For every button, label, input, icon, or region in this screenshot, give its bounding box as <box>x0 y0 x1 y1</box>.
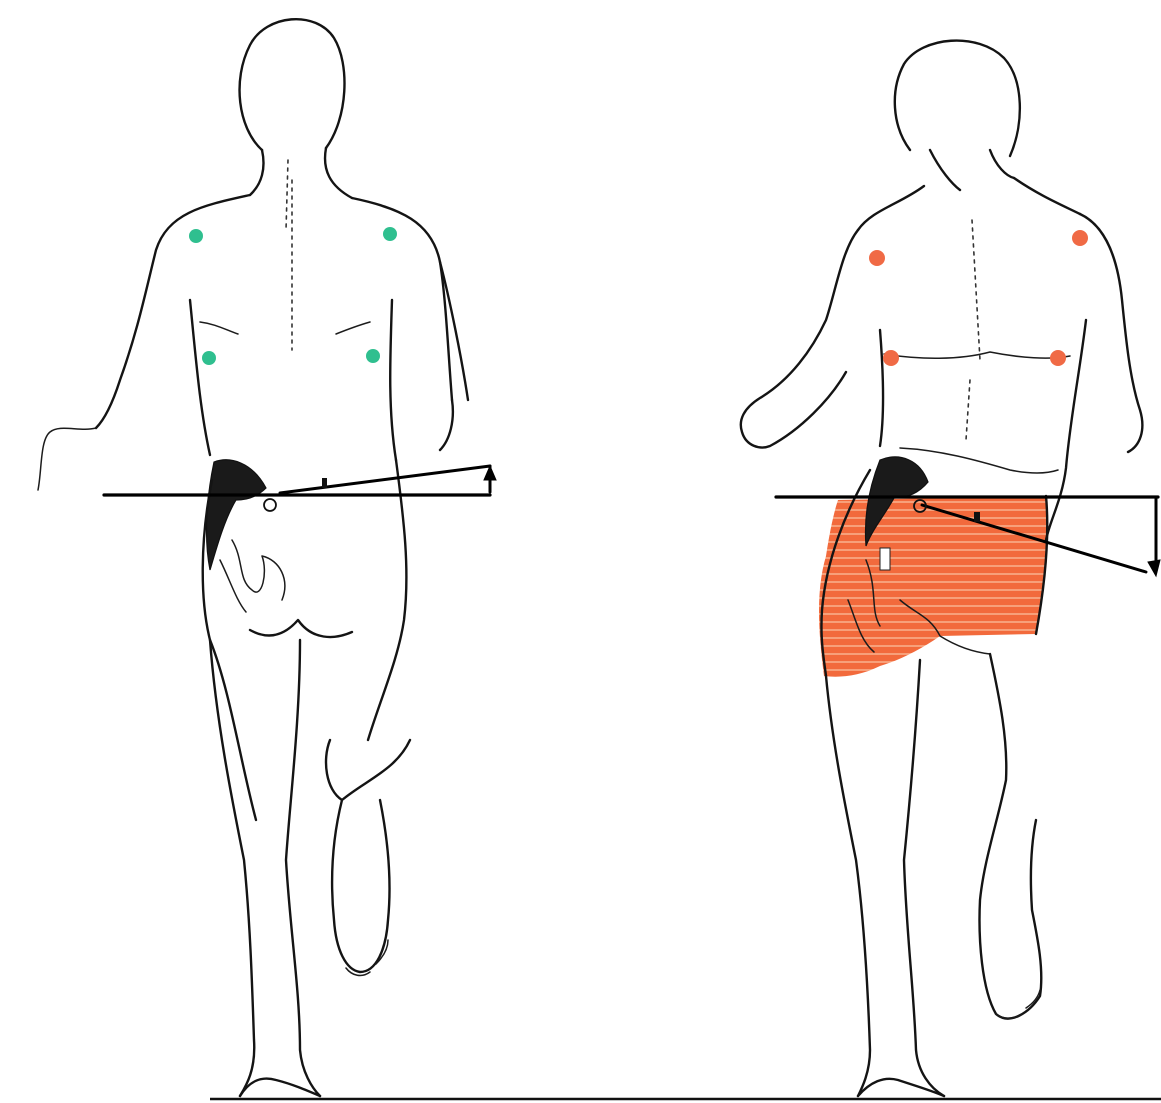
right-markers <box>869 230 1088 366</box>
left-spine <box>286 160 292 350</box>
right-right-arm <box>1080 214 1142 452</box>
left-scapula-lines <box>200 322 370 334</box>
arrow-up-icon <box>484 466 496 480</box>
right-chest-lines <box>884 352 1070 473</box>
left-marker-shoulder-left <box>189 229 203 243</box>
arrow-down-icon <box>1148 560 1160 576</box>
left-gluteus-medius <box>207 460 266 570</box>
right-marker-lower-left <box>883 350 899 366</box>
right-left-arm <box>741 230 858 447</box>
right-marker-shoulder-left <box>869 250 885 266</box>
right-hip-highlight <box>819 496 1047 677</box>
right-head <box>895 41 1020 190</box>
left-hand-left <box>38 428 96 490</box>
left-pelvis-tilt-line <box>280 466 490 493</box>
left-torso-outline <box>96 195 452 428</box>
right-raised-leg <box>980 654 1042 1019</box>
right-standing-foot <box>858 1079 944 1096</box>
right-tilt-mark <box>974 512 980 522</box>
right-hip-detail <box>880 548 890 570</box>
left-figure <box>38 19 468 1096</box>
left-buttocks <box>203 460 407 820</box>
left-marker-lower-left <box>202 351 216 365</box>
right-standing-leg <box>826 660 944 1096</box>
left-hip-joint <box>264 499 276 511</box>
left-standing-leg <box>210 640 320 1096</box>
left-pelvis-indicator <box>104 466 496 511</box>
left-tilt-mark <box>322 478 327 488</box>
left-head <box>240 19 345 150</box>
left-neck <box>250 148 352 198</box>
left-hip-sketch <box>220 540 285 612</box>
left-marker-lower-right <box>366 349 380 363</box>
left-marker-shoulder-right <box>383 227 397 241</box>
right-marker-lower-right <box>1050 350 1066 366</box>
right-figure <box>741 41 1143 1096</box>
left-markers <box>189 227 397 365</box>
left-raised-leg <box>326 740 410 972</box>
right-marker-shoulder-right <box>1072 230 1088 246</box>
right-neck <box>858 178 1080 230</box>
right-midline <box>966 220 980 440</box>
